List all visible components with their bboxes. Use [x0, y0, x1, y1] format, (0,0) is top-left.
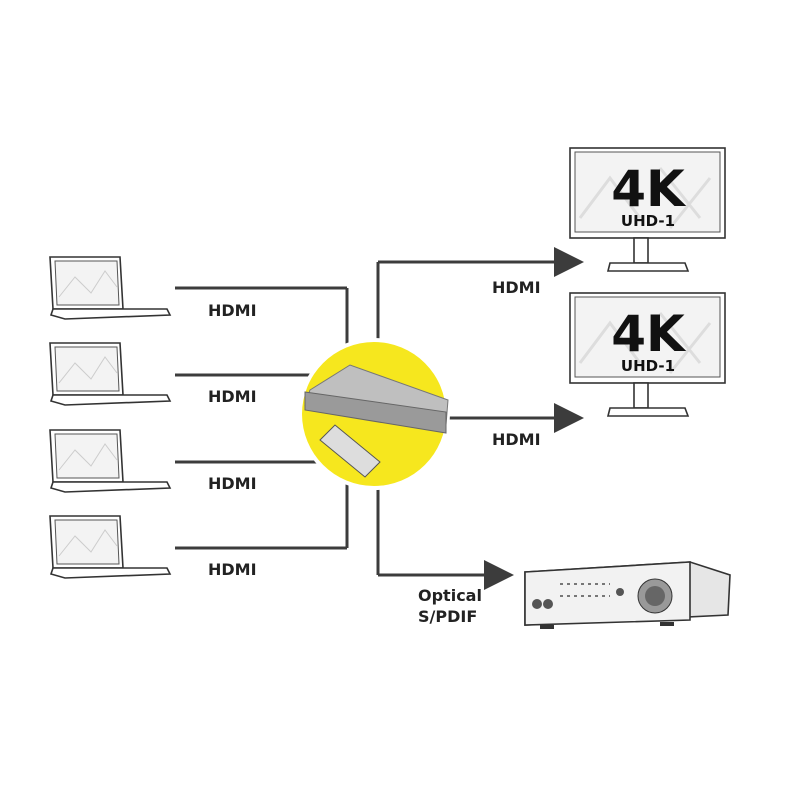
monitor-1-uhd-text: UHD-1 — [621, 212, 675, 230]
av-receiver — [524, 561, 731, 629]
monitor-2: 4K UHD-1 — [568, 291, 727, 418]
laptop-4 — [49, 515, 171, 579]
output-label-1: HDMI — [492, 278, 541, 297]
remote-control — [319, 424, 381, 478]
source-connectors — [175, 286, 349, 550]
laptop-2 — [49, 342, 171, 406]
source-label-2: HDMI — [208, 387, 257, 406]
source-label-3: HDMI — [208, 474, 257, 493]
monitor-1: 4K UHD-1 — [568, 146, 727, 273]
matrix-switch-hub — [298, 338, 450, 490]
monitor-2-4k-text: 4K — [611, 305, 687, 363]
output-label-2: HDMI — [492, 430, 541, 449]
source-label-1: HDMI — [208, 301, 257, 320]
monitor-2-uhd-text: UHD-1 — [621, 357, 675, 375]
output-label-optical: Optical — [418, 586, 482, 605]
source-label-4: HDMI — [208, 560, 257, 579]
output-label-spdif: S/PDIF — [418, 607, 477, 626]
laptop-1 — [49, 256, 171, 320]
monitor-1-4k-text: 4K — [611, 160, 687, 218]
laptop-3 — [49, 429, 171, 493]
